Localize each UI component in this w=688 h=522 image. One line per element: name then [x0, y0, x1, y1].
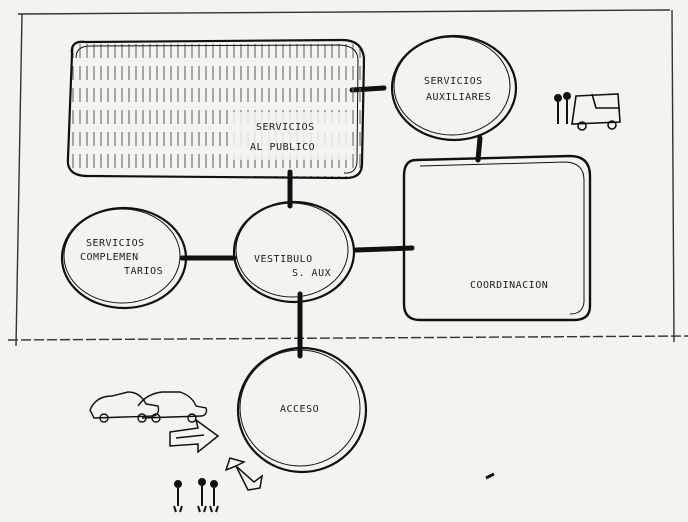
label-acceso: ACCESO — [280, 404, 319, 415]
label-servicios-complementarios-1: SERVICIOS — [86, 238, 145, 249]
node-acceso: ACCESO — [236, 346, 368, 474]
pedestrians-icon — [173, 478, 219, 513]
node-servicios-auxiliares: SERVICIOS AUXILIARES — [390, 34, 518, 142]
people-icon — [554, 92, 571, 124]
pen-mark — [485, 472, 495, 480]
label-servicios-publico-2: AL PUBLICO — [250, 142, 315, 153]
node-servicios-complementarios: SERVICIOS COMPLEMEN TARIOS — [60, 206, 188, 310]
label-servicios-auxiliares-2: AUXILIARES — [426, 92, 491, 103]
arrow-right-icon — [169, 418, 220, 454]
node-coordinacion: COORDINACION — [402, 154, 592, 322]
label-servicios-publico-1: SERVICIOS — [256, 122, 315, 133]
connector-auxiliares-coordinacion — [475, 135, 483, 163]
label-coordinacion: COORDINACION — [470, 280, 548, 291]
label-servicios-auxiliares-1: SERVICIOS — [424, 76, 483, 87]
truck-icon — [571, 93, 621, 131]
site-boundary — [7, 9, 688, 347]
node-vestibulo: VESTIBULO S. AUX — [232, 200, 356, 304]
connector-vestibulo-coordinacion — [353, 245, 415, 253]
car-icon — [89, 391, 208, 423]
label-vestibulo-2: S. AUX — [292, 268, 331, 279]
label-servicios-complementarios-2: COMPLEMEN — [80, 252, 139, 263]
node-servicios-publico: SERVICIOS AL PUBLICO — [66, 38, 366, 180]
label-servicios-complementarios-3: TARIOS — [124, 266, 163, 277]
label-vestibulo-1: VESTIBULO — [254, 254, 313, 265]
arrow-up-right-icon — [224, 457, 264, 491]
